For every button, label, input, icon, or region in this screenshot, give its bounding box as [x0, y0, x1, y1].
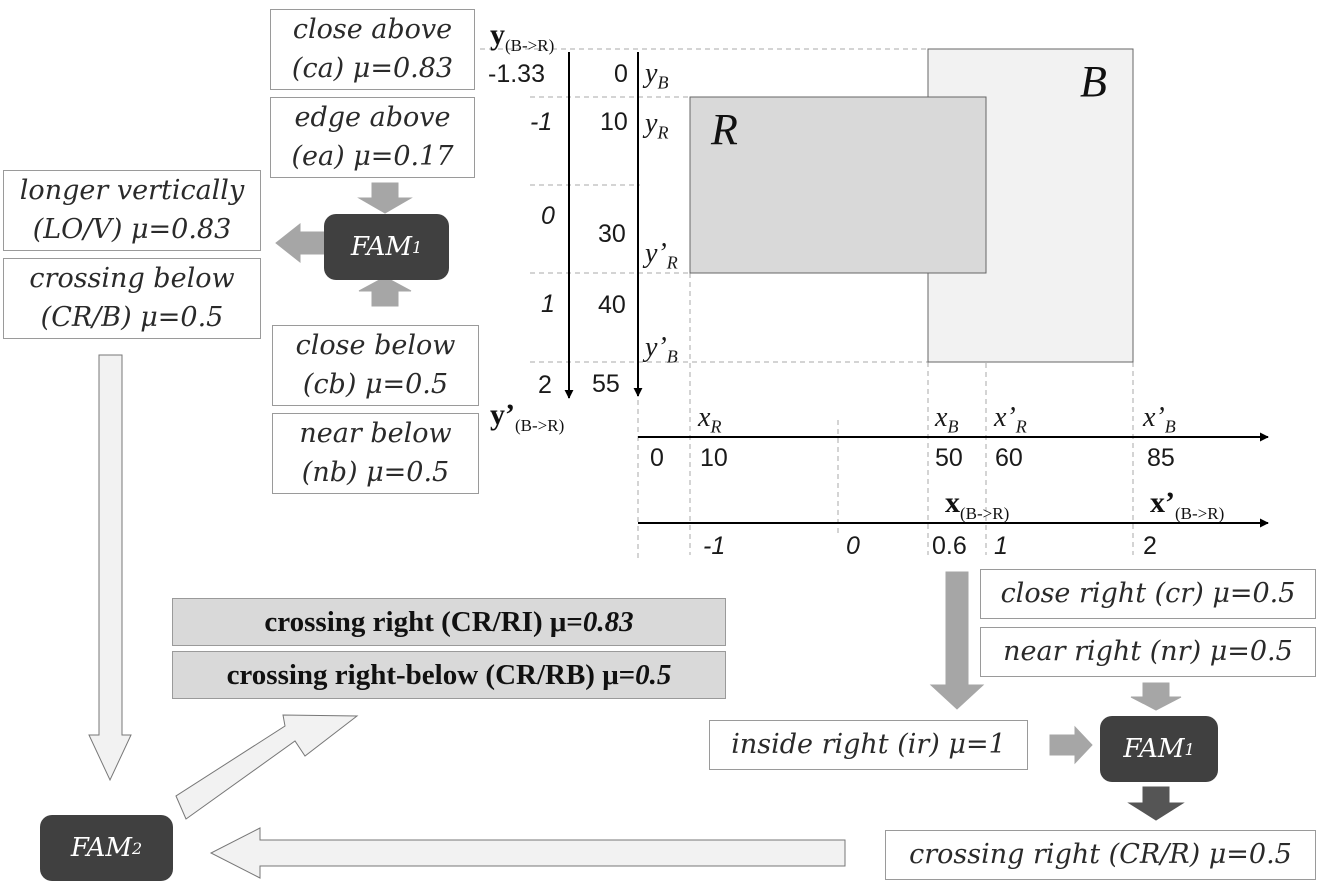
y-marker-yR: yR — [645, 108, 669, 143]
arrow-x-to-inside-right — [929, 571, 985, 710]
x-raw-tick: 10 — [700, 444, 728, 472]
rect-R — [689, 96, 987, 274]
y-raw-tick: 55 — [592, 370, 620, 398]
y-axis-title: y(B->R) — [490, 18, 555, 55]
arrow-crr-to-fam2 — [209, 827, 846, 879]
box-near-right: near right (nr) μ=0.5 — [980, 627, 1316, 677]
arrow-crb-to-fam2 — [88, 354, 132, 782]
rect-R-label: R — [711, 105, 738, 154]
y-raw-tick: 0 — [614, 60, 628, 88]
y-norm-tick: 2 — [538, 371, 552, 399]
x-prime-axis-title: x’(B->R) — [1150, 486, 1225, 523]
rect-B-label: B — [1080, 57, 1107, 106]
y-norm-tick: -1.33 — [488, 60, 545, 88]
box-close-right: close right (cr) μ=0.5 — [980, 569, 1316, 619]
x-norm-tick: -1 — [703, 532, 726, 560]
x-marker-xR: xR — [698, 402, 722, 437]
arrow-nr-to-fam1 — [1130, 682, 1182, 711]
box-edge-above: edge above(ea) μ=0.17 — [270, 97, 475, 178]
x-marker-xR-prime: x’R — [994, 402, 1027, 437]
box-longer-vertically: longer vertically(LO/V) μ=0.83 — [3, 170, 261, 251]
box-crossing-below: crossing below(CR/B) μ=0.5 — [3, 258, 261, 339]
y-norm-tick: -1 — [530, 108, 553, 136]
box-near-below: near below(nb) μ=0.5 — [272, 413, 479, 494]
y-norm-tick: 1 — [541, 290, 555, 318]
box-crossing-right-r: crossing right (CR/R) μ=0.5 — [885, 830, 1316, 880]
box-close-above: close above(ca) μ=0.83 — [270, 9, 475, 90]
x-norm-tick: 0 — [846, 532, 860, 560]
x-marker-xB-prime: x’B — [1143, 402, 1176, 437]
y-raw-tick: 30 — [598, 220, 626, 248]
result-crossing-right-rb: crossing right-below (CR/RB) μ=0.5 — [172, 651, 726, 699]
arrow-fam2-to-results — [175, 714, 359, 820]
y-raw-tick: 40 — [598, 291, 626, 319]
x-marker-xB: xB — [935, 402, 959, 437]
y-marker-yB-prime: y’B — [645, 332, 678, 367]
arrow-cb-to-fam1 — [358, 276, 412, 307]
y-norm-tick: 0 — [541, 202, 555, 230]
x-norm-tick: 2 — [1143, 532, 1157, 560]
x-raw-tick: 60 — [995, 444, 1023, 472]
y-raw-tick: 10 — [600, 108, 628, 136]
x-raw-tick: 50 — [935, 444, 963, 472]
arrow-fam1-to-lov — [275, 222, 326, 264]
box-close-below: close below(cb) μ=0.5 — [272, 325, 479, 406]
x-raw-tick: 0 — [650, 444, 664, 472]
y-prime-axis-title: y’(B->R) — [490, 398, 565, 435]
arrow-ea-to-fam1 — [357, 182, 413, 214]
x-axis-title: x(B->R) — [945, 486, 1010, 523]
box-inside-right: inside right (ir) μ=1 — [709, 720, 1028, 770]
y-marker-yB: yB — [645, 58, 669, 93]
y-marker-yR-prime: y’R — [645, 238, 678, 273]
x-raw-tick: 85 — [1147, 444, 1175, 472]
arrow-fam1-to-crr — [1127, 786, 1185, 821]
x-norm-tick: 1 — [994, 532, 1008, 560]
arrow-ir-to-fam1 — [1049, 725, 1093, 765]
x-norm-tick: 0.6 — [932, 532, 967, 560]
result-crossing-right-ri: crossing right (CR/RI) μ=0.83 — [172, 598, 726, 646]
